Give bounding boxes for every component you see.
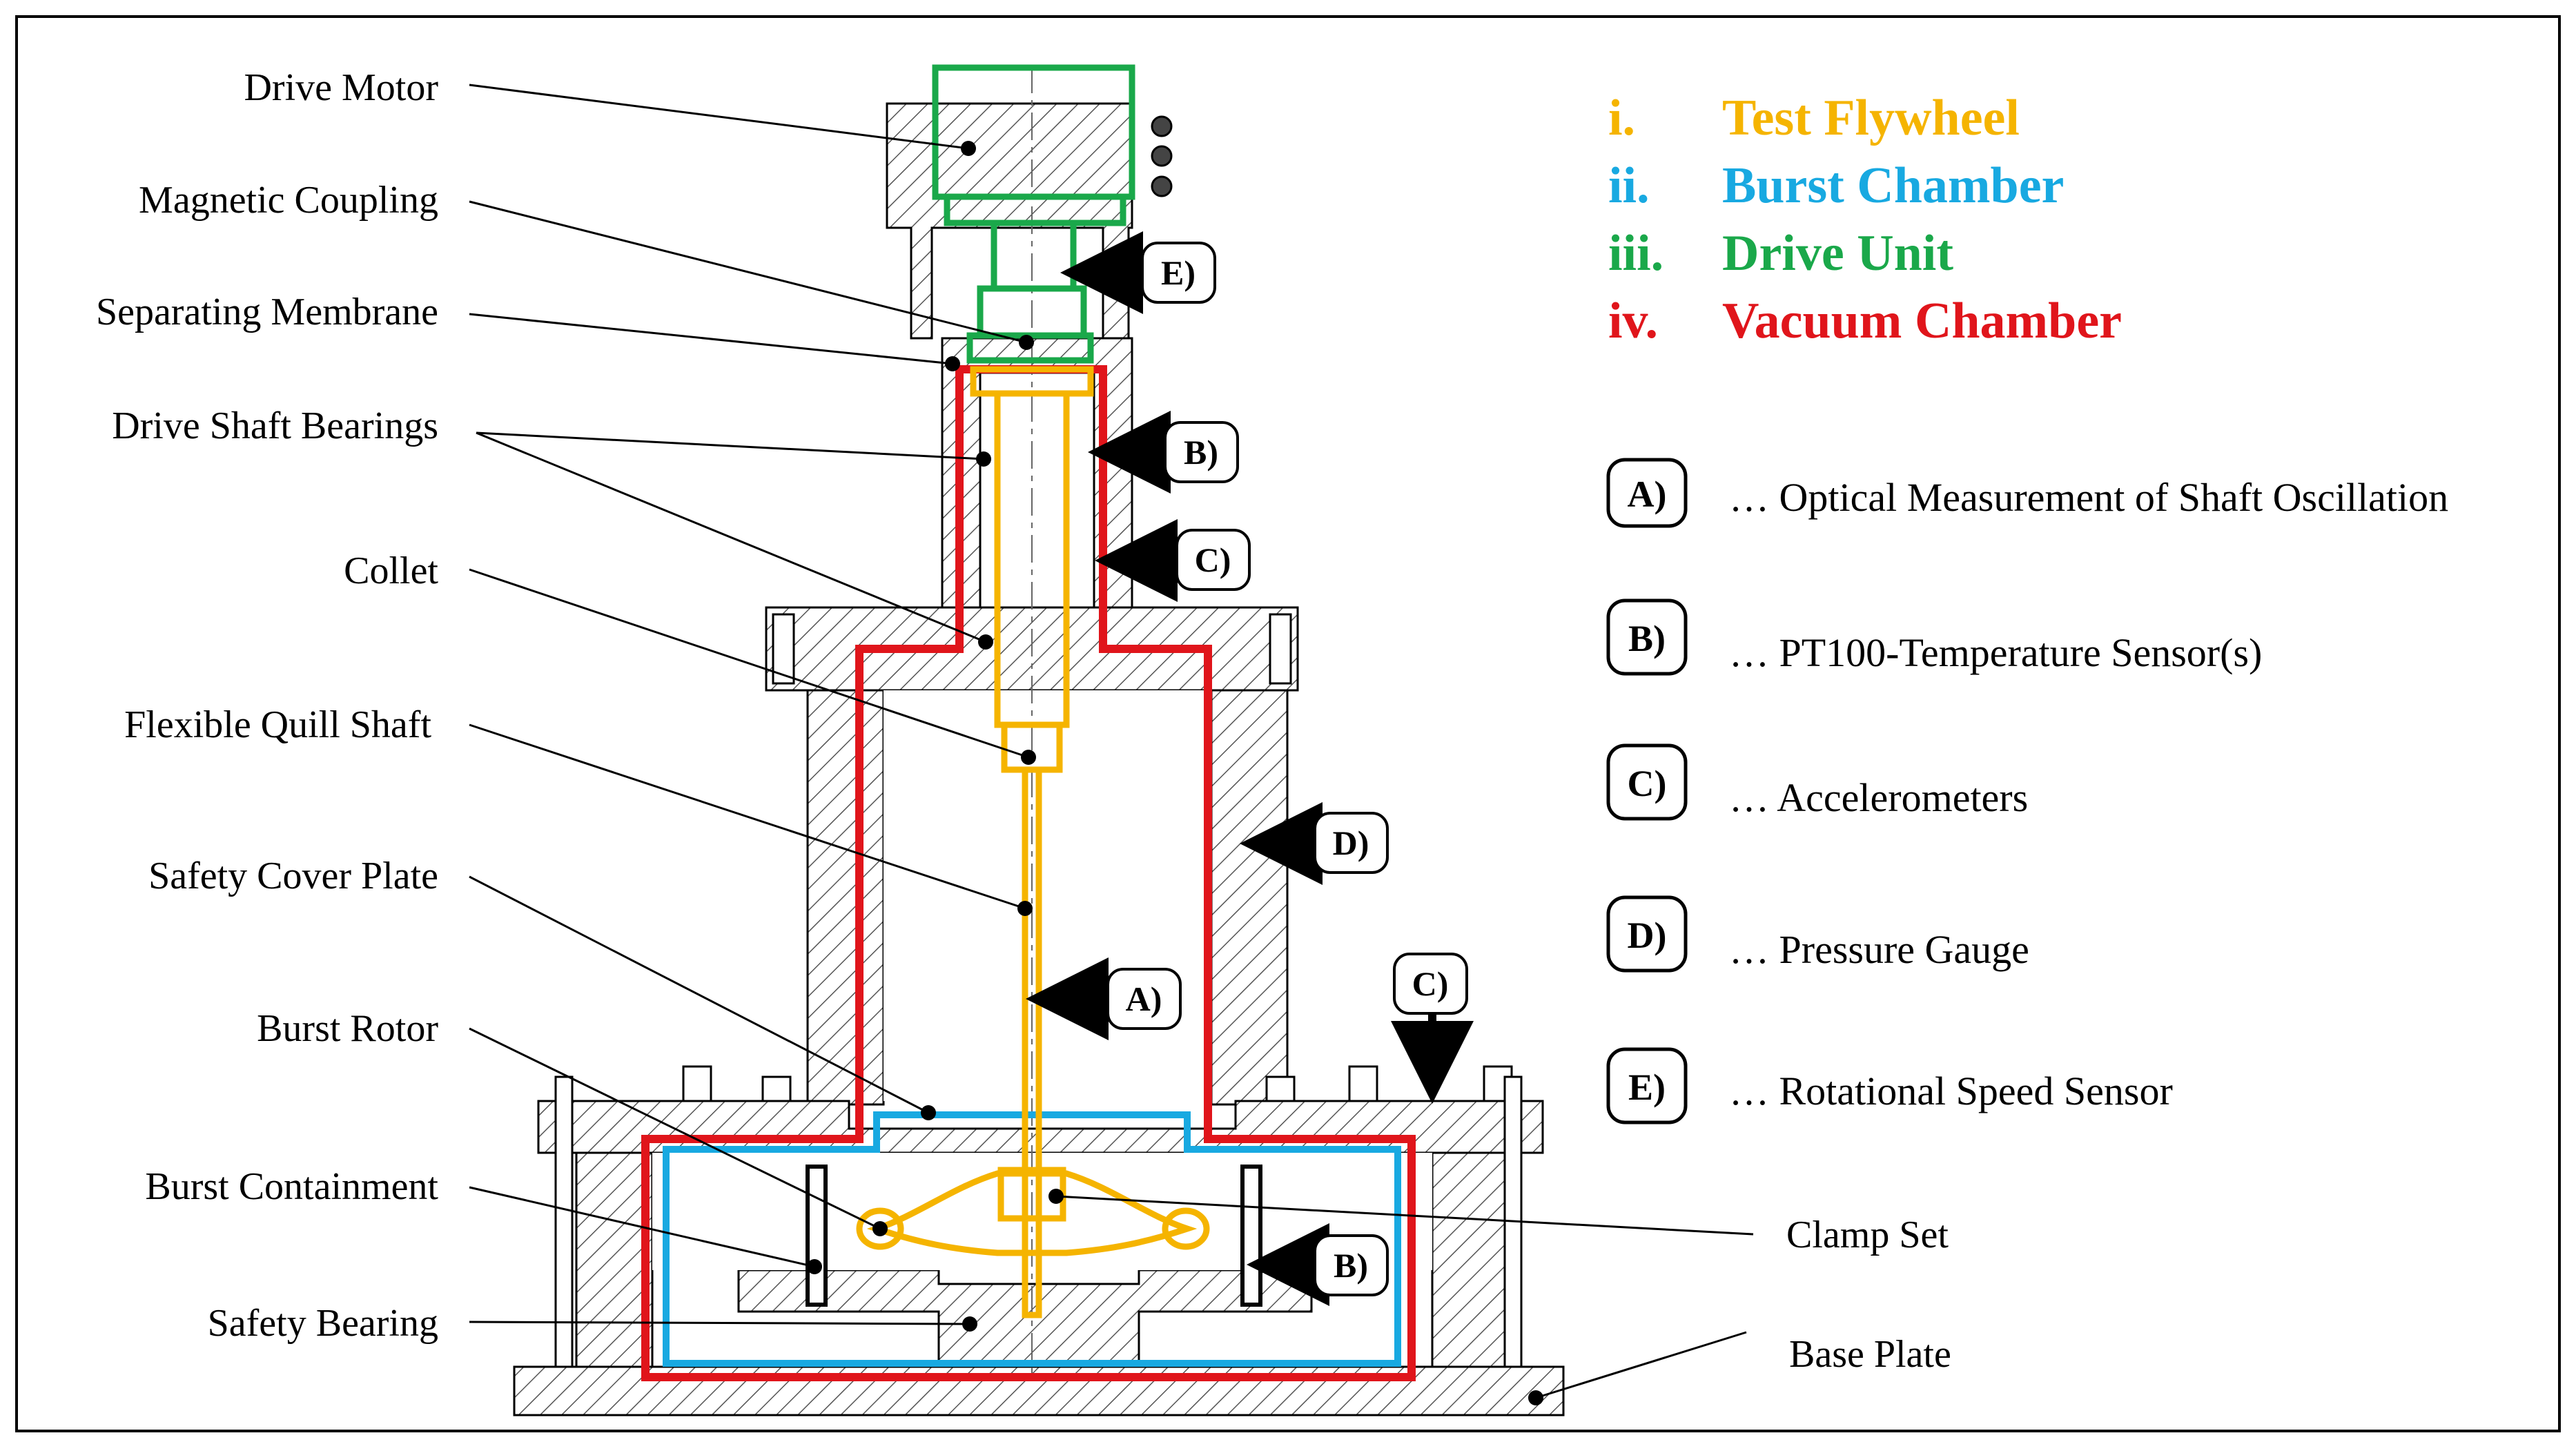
marker-b-top: B) — [1088, 411, 1239, 494]
marker-e-label: E) — [1161, 253, 1196, 292]
label-clamp-set: Clamp Set — [1786, 1214, 1949, 1256]
label-safety-bearing: Safety Bearing — [208, 1302, 438, 1345]
sensor-legend-c: C) … Accelerometers — [1606, 743, 2028, 821]
marker-c-top-label: C) — [1195, 541, 1231, 579]
sensor-desc-a: … Optical Measurement of Shaft Oscillati… — [1729, 475, 2448, 520]
label-drive-motor: Drive Motor — [244, 66, 438, 109]
system-num-burst-chamber: ii. — [1608, 157, 1650, 214]
marker-c-top: C) — [1095, 519, 1251, 602]
system-num-vacuum-chamber: iv. — [1608, 293, 1658, 349]
sensor-key-b: B) — [1628, 618, 1666, 659]
test-flywheel-outline — [856, 366, 1210, 1318]
marker-a: A) — [1026, 957, 1182, 1040]
label-separating-membrane: Separating Membrane — [96, 291, 438, 333]
system-num-test-flywheel: i. — [1608, 90, 1635, 146]
sensor-legend: A) … Optical Measurement of Shaft Oscill… — [1606, 458, 2448, 1124]
marker-c-bottom-label: C) — [1412, 964, 1449, 1003]
sensor-key-e: E) — [1628, 1067, 1666, 1108]
sensor-key-c: C) — [1628, 763, 1667, 804]
label-drive-shaft-bearings: Drive Shaft Bearings — [112, 405, 438, 447]
label-burst-containment: Burst Containment — [145, 1165, 438, 1208]
sensor-markers: E) B) C) D) A) C) — [1026, 231, 1474, 1306]
label-collet: Collet — [344, 549, 438, 592]
label-flexible-quill-shaft: Flexible Quill Shaft — [124, 703, 431, 746]
marker-b-top-label: B) — [1184, 433, 1218, 471]
system-name-drive-unit: Drive Unit — [1722, 225, 1953, 282]
marker-d: D) — [1240, 802, 1389, 885]
sensor-desc-d: … Pressure Gauge — [1729, 927, 2029, 972]
system-name-test-flywheel: Test Flywheel — [1722, 90, 2020, 146]
marker-d-label: D) — [1333, 824, 1369, 862]
leader-dots — [807, 141, 1543, 1405]
system-name-burst-chamber: Burst Chamber — [1722, 157, 2064, 214]
frame-border — [15, 15, 2561, 1432]
marker-b-bottom: B) — [1247, 1223, 1389, 1306]
vacuum-chamber-outline — [641, 365, 1416, 1381]
leader-lines — [469, 84, 1754, 1399]
label-burst-rotor: Burst Rotor — [257, 1007, 438, 1050]
label-base-plate: Base Plate — [1789, 1333, 1951, 1376]
marker-c-bottom: C) — [1391, 953, 1474, 1104]
burst-chamber-outline — [663, 1111, 1401, 1367]
marker-b-bottom-label: B) — [1334, 1246, 1368, 1285]
sensor-desc-b: … PT100-Temperature Sensor(s) — [1729, 630, 2262, 675]
sensor-desc-c: … Accelerometers — [1729, 775, 2028, 820]
sensor-key-a: A) — [1628, 474, 1667, 515]
machine-structure — [513, 66, 1565, 1416]
sensor-legend-e: E) … Rotational Speed Sensor — [1606, 1047, 2173, 1124]
component-labels: Drive Motor Magnetic Coupling Separating… — [96, 66, 438, 1345]
system-num-drive-unit: iii. — [1608, 225, 1663, 282]
marker-a-label: A) — [1126, 980, 1162, 1018]
sensor-key-d: D) — [1628, 915, 1667, 956]
label-safety-cover-plate: Safety Cover Plate — [148, 855, 438, 897]
sensor-legend-a: A) … Optical Measurement of Shaft Oscill… — [1606, 458, 2448, 528]
marker-e: E) — [1060, 231, 1216, 314]
sensor-legend-b: B) … PT100-Temperature Sensor(s) — [1606, 598, 2262, 676]
system-name-vacuum-chamber: Vacuum Chamber — [1722, 293, 2122, 349]
sensor-desc-e: … Rotational Speed Sensor — [1729, 1069, 2173, 1113]
label-magnetic-coupling: Magnetic Coupling — [139, 179, 438, 222]
systems-legend: i. Test Flywheel ii. Burst Chamber iii. … — [1608, 90, 2122, 349]
sensor-legend-d: D) … Pressure Gauge — [1606, 895, 2029, 973]
